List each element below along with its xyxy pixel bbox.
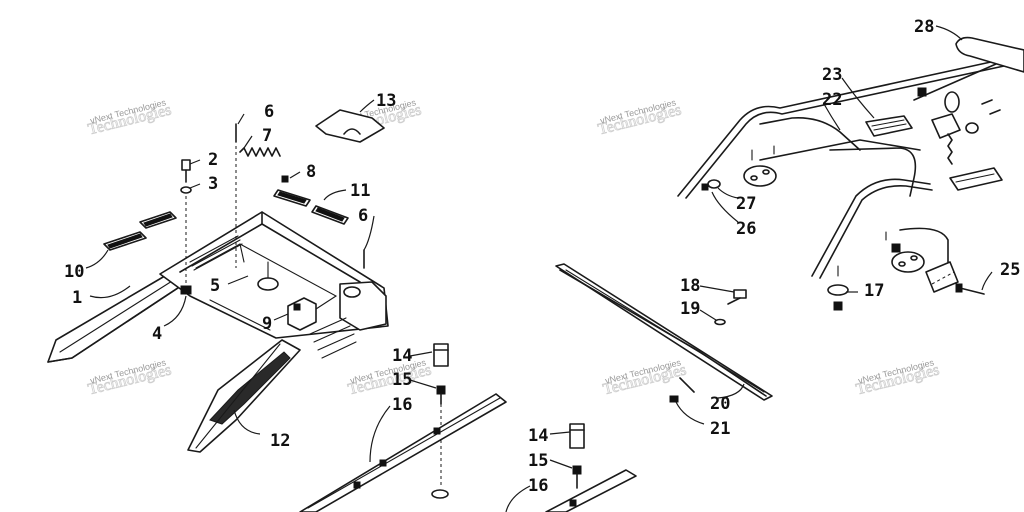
callout-2: 2 [208,150,218,170]
block-14-rail-16-upper [299,343,507,512]
fastener-17 [827,243,901,311]
callout-23: 23 [822,65,842,85]
callout-11: 11 [350,181,370,201]
watermark-6: Technologies vNext Technologies [601,357,688,399]
fastener-25 [955,283,985,295]
callout-15b: 15 [528,451,548,471]
top-bar-28 [955,36,1024,73]
callout-4: 4 [152,324,162,344]
rod-6-spring-7 [235,123,365,291]
nut-21 [669,395,679,403]
callout-8: 8 [306,162,316,182]
washer-3 [180,186,192,194]
callout-1: 1 [72,288,82,308]
pad-11 [273,189,349,225]
bolt-18 [669,289,747,403]
callout-26: 26 [736,219,756,239]
callout-13: 13 [376,91,396,111]
washer-19 [714,318,726,326]
watermark-3: Technologies vNext Technologies [596,97,683,139]
watermark-7: Technologies vNext Technologies [854,357,941,399]
nut-4 [180,285,192,295]
callout-22: 22 [822,90,842,110]
callout-16a: 16 [392,395,412,415]
callout-5: 5 [210,276,220,296]
callout-6b: 6 [358,206,368,226]
bracket-9 [287,297,317,331]
bolt-2 [180,159,192,295]
tray-part-1 [47,211,389,363]
callout-7: 7 [262,126,272,146]
callout-9: 9 [262,314,272,334]
callout-14b: 14 [528,426,548,446]
flap-20 [555,263,773,401]
block-14-rail-16-lower [545,423,637,512]
leader-lines [85,25,993,512]
cap-8 [281,175,289,183]
watermark-1: Technologies vNext Technologies [86,97,173,139]
callout-3: 3 [208,174,218,194]
watermark-4: Technologies vNext Technologies [86,357,173,399]
callout-17: 17 [864,281,884,301]
callout-21: 21 [710,419,730,439]
callout-14a: 14 [392,346,412,366]
callout-15a: 15 [392,370,412,390]
callouts: 1 2 3 4 5 6 7 8 9 10 11 6 12 13 14 15 16… [64,17,1020,496]
callout-10: 10 [64,262,84,282]
bumper-frame-22 [677,59,1005,279]
side-pad-right [925,261,959,293]
callout-6a: 6 [264,102,274,122]
callout-25: 25 [1000,260,1020,280]
callout-12: 12 [270,431,290,451]
hitch-assembly [913,63,1001,165]
decal-23 [865,115,1003,191]
fastener-26-27 [701,179,721,191]
callout-28: 28 [914,17,934,37]
callout-19: 19 [680,299,700,319]
callout-27: 27 [736,194,756,214]
callout-18: 18 [680,276,700,296]
side-panel-12 [187,339,301,453]
callout-16b: 16 [528,476,548,496]
cover-13 [315,109,385,143]
pad-10 [103,211,177,251]
watermark-5: Technologies vNext Technologies [346,357,433,399]
callout-20: 20 [710,394,730,414]
